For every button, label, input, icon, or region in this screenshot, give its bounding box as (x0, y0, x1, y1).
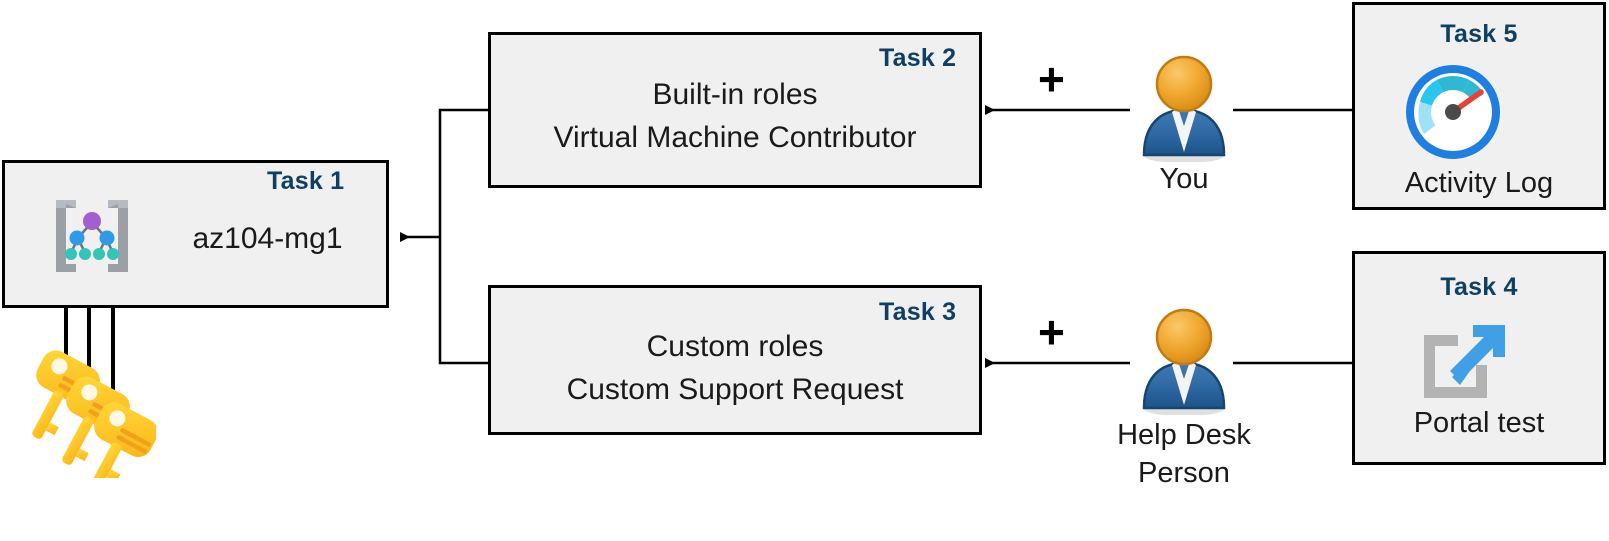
task2-line1: Built-in roles (652, 78, 818, 111)
plus-icon-top: + (1038, 53, 1065, 105)
you-label: You (1159, 163, 1209, 195)
task2-line2: Virtual Machine Contributor (553, 121, 917, 154)
task3-label: Task 3 (879, 298, 957, 326)
task2-label: Task 2 (879, 44, 957, 72)
task1-text: az104-mg1 (192, 222, 343, 255)
task5-text: Activity Log (1404, 167, 1554, 199)
merge-connector (400, 108, 488, 365)
task2-box[interactable] (488, 32, 982, 188)
task5-label: Task 5 (1440, 20, 1518, 48)
keys-icon (26, 338, 158, 495)
task1-box[interactable] (2, 160, 389, 308)
external-link-icon (1416, 313, 1508, 401)
helpdesk-label-line1: Help Desk (1117, 419, 1251, 451)
task4-label: Task 4 (1440, 273, 1518, 301)
task4-text: Portal test (1413, 407, 1545, 439)
helpdesk-user-icon (1132, 305, 1236, 416)
plus-icon-bottom: + (1038, 306, 1065, 358)
task3-line1: Custom roles (646, 330, 824, 363)
task1-label: Task 1 (267, 167, 345, 195)
you-user-icon (1132, 52, 1236, 163)
helpdesk-label-line2: Person (1138, 457, 1230, 489)
management-group-icon (46, 196, 138, 276)
task3-box[interactable] (488, 285, 982, 435)
task3-line2: Custom Support Request (566, 373, 904, 406)
task4-box[interactable] (1352, 251, 1606, 465)
gauge-icon (1403, 62, 1503, 162)
